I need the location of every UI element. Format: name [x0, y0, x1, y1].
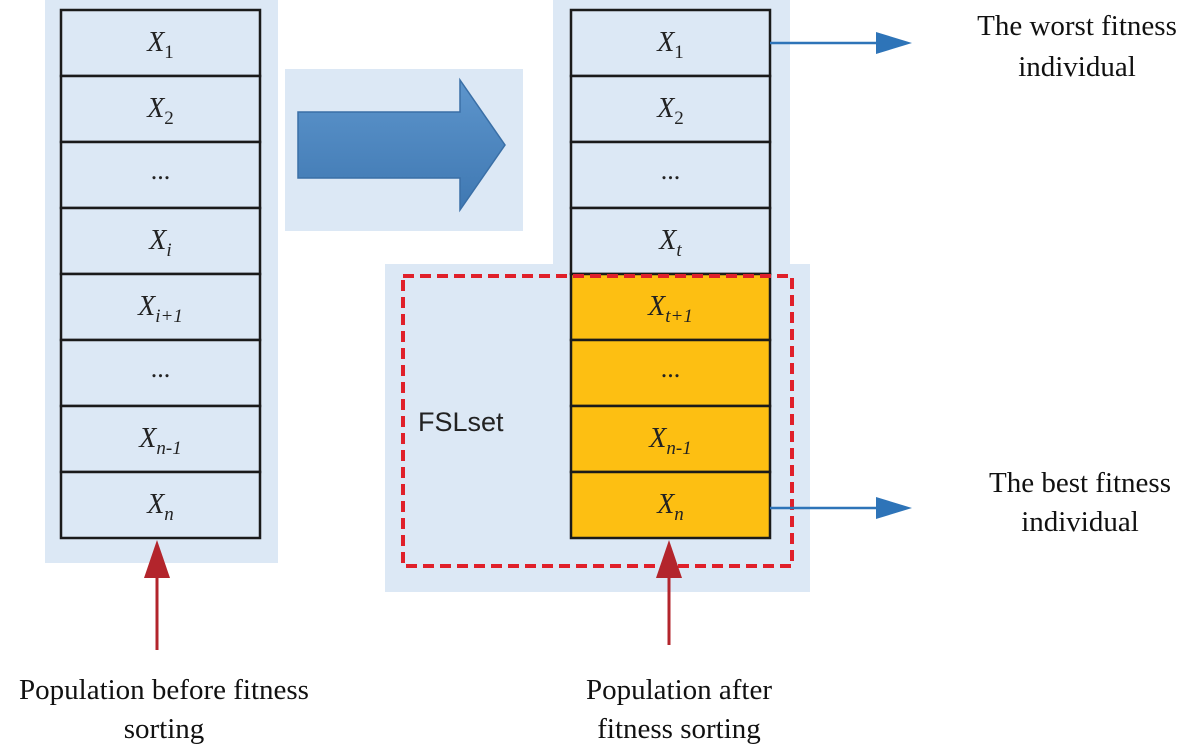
right-population-cell-subscript: n-1 [666, 438, 691, 459]
right-population-cell-subscript: t [676, 240, 682, 261]
right-population-cell-symbol: ... [661, 354, 681, 383]
worst-fitness-label-line1: The worst fitness [977, 10, 1177, 42]
right-population-cell-label: X1 [656, 27, 684, 63]
right-population-cell-symbol: X [656, 489, 675, 520]
left-population-cell-symbol: X [146, 489, 165, 520]
left-population-cell-subscript: 1 [164, 42, 174, 63]
right-population-cell-label: Xn-1 [648, 423, 691, 459]
left-population-cell-symbol: X [146, 27, 165, 58]
left-population-cell-label: Xi [148, 225, 171, 261]
left-population-cell-label: X2 [146, 93, 174, 129]
right-population-cell-label: Xt [658, 225, 682, 261]
right-population-cell-label: ... [661, 156, 681, 185]
right-population-cell-symbol: X [658, 225, 677, 256]
left-population-cell-symbol: ... [151, 156, 171, 185]
after-sorting-caption-line2: fitness sorting [597, 713, 761, 745]
left-population-cell-label: Xn-1 [138, 423, 181, 459]
left-population-cell-subscript: n-1 [156, 438, 181, 459]
left-population-cell-subscript: 2 [164, 108, 174, 129]
left-population-cell [59, 272, 262, 342]
right-population-cell-symbol: X [647, 291, 666, 322]
before-sorting-caption-line2: sorting [124, 713, 205, 745]
fslset-dashed-box [401, 274, 794, 568]
right-population-cell-label: ... [661, 354, 681, 383]
left-population-cell-symbol: X [146, 93, 165, 124]
fslset-label: FSLset [418, 407, 504, 437]
left-population-cell-symbol: ... [151, 354, 171, 383]
left-population-cell [59, 140, 262, 210]
right-population-cell-subscript: 2 [674, 108, 684, 129]
right-population-cell-label: X2 [656, 93, 684, 129]
left-population-cell-label: ... [151, 156, 171, 185]
right-population-cell [569, 404, 772, 474]
right-population-cell [569, 338, 772, 408]
left-population-cell-subscript: i+1 [155, 306, 183, 327]
sort-arrow-icon [297, 77, 506, 213]
right-population-cell-symbol: ... [661, 156, 681, 185]
right-population-cell-symbol: X [656, 93, 675, 124]
best-fitness-label-line2: individual [1021, 506, 1139, 538]
left-population-cell-symbol: X [138, 423, 157, 454]
left-population-cell [59, 470, 262, 540]
after-sorting-caption-line1: Population after [586, 674, 772, 706]
left-population-cell-subscript: n [164, 504, 174, 525]
left-population-cell-label: X1 [146, 27, 174, 63]
left-population-cell [59, 338, 262, 408]
worst-fitness-label-line2: individual [1018, 51, 1136, 83]
right-population-cell-symbol: X [648, 423, 667, 454]
before-sorting-caption-line1: Population before fitness [19, 674, 309, 706]
left-population-cell-label: Xn [146, 489, 174, 525]
right-population-cell-subscript: 1 [674, 42, 684, 63]
right-population-cell [569, 206, 772, 276]
left-population-cell-symbol: X [148, 225, 167, 256]
right-population-cell [569, 140, 772, 210]
right-population-cell-label: Xt+1 [647, 291, 693, 327]
left-population-cell [59, 8, 262, 78]
left-population-cell [59, 74, 262, 144]
right-population-cell [569, 470, 772, 540]
right-population-cell-label: Xn [656, 489, 684, 525]
right-up-arrow-icon [656, 540, 682, 645]
right-population-cell-symbol: X [656, 27, 675, 58]
right-population-cell-subscript: t+1 [665, 306, 693, 327]
best-pointer-arrow-icon [770, 497, 912, 519]
left-population-cell-subscript: i [166, 240, 171, 261]
left-population-cell-symbol: X [137, 291, 156, 322]
right-population-cell [569, 272, 772, 342]
left-population-cell-label: ... [151, 354, 171, 383]
right-population-cell-subscript: n [674, 504, 684, 525]
left-up-arrow-icon [144, 540, 170, 650]
left-population-cell [59, 404, 262, 474]
left-population-cell [59, 206, 262, 276]
worst-pointer-arrow-icon [770, 32, 912, 54]
best-fitness-label-line1: The best fitness [989, 467, 1171, 499]
left-population-cell-label: Xi+1 [137, 291, 183, 327]
